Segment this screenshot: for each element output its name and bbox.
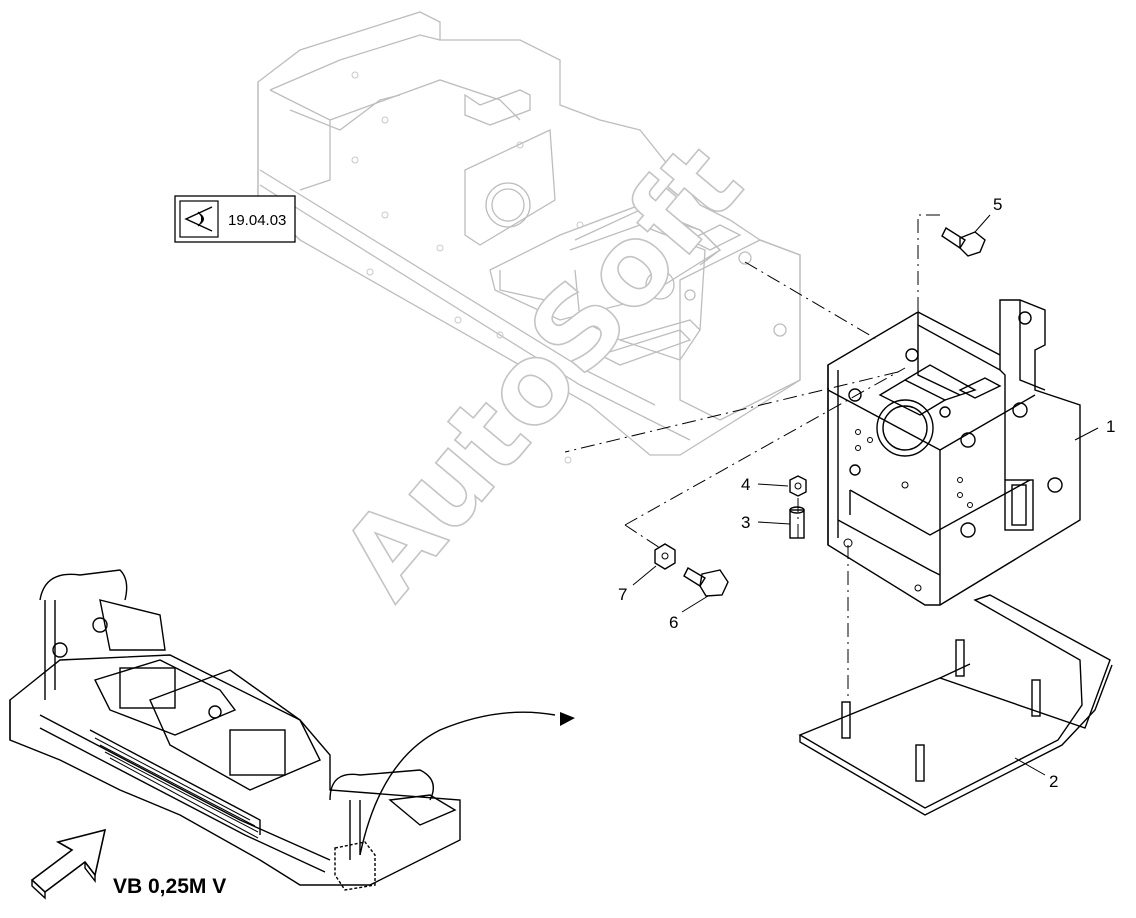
assembly-lines	[564, 214, 940, 700]
curved-plate	[798, 594, 1113, 816]
callout-5: 5	[993, 195, 1002, 214]
watermark: AutoSoft	[317, 121, 767, 622]
reference-code: 19.04.03	[228, 212, 286, 229]
leader-lines	[632, 214, 1099, 776]
nut-part-7	[654, 543, 676, 570]
callout-6: 6	[669, 613, 678, 632]
bolt-part-5	[941, 226, 986, 257]
bracket-assembly	[827, 299, 1081, 606]
spacer-part-3	[789, 506, 805, 539]
callout-2: 2	[1049, 772, 1058, 791]
direction-arrow-icon	[30, 828, 107, 900]
callout-4: 4	[741, 475, 750, 494]
callout-3: 3	[741, 513, 750, 532]
ghost-frame-assembly	[257, 11, 801, 464]
variant-label: VB 0,25M V	[113, 875, 226, 898]
reference-box[interactable]: 19.04.03	[174, 195, 296, 243]
callout-7: 7	[618, 585, 627, 604]
nut-part-4	[789, 475, 807, 497]
machine-overview	[9, 569, 575, 891]
eye-icon	[184, 206, 213, 232]
bolt-part-6	[683, 567, 729, 597]
callout-1: 1	[1106, 417, 1115, 436]
